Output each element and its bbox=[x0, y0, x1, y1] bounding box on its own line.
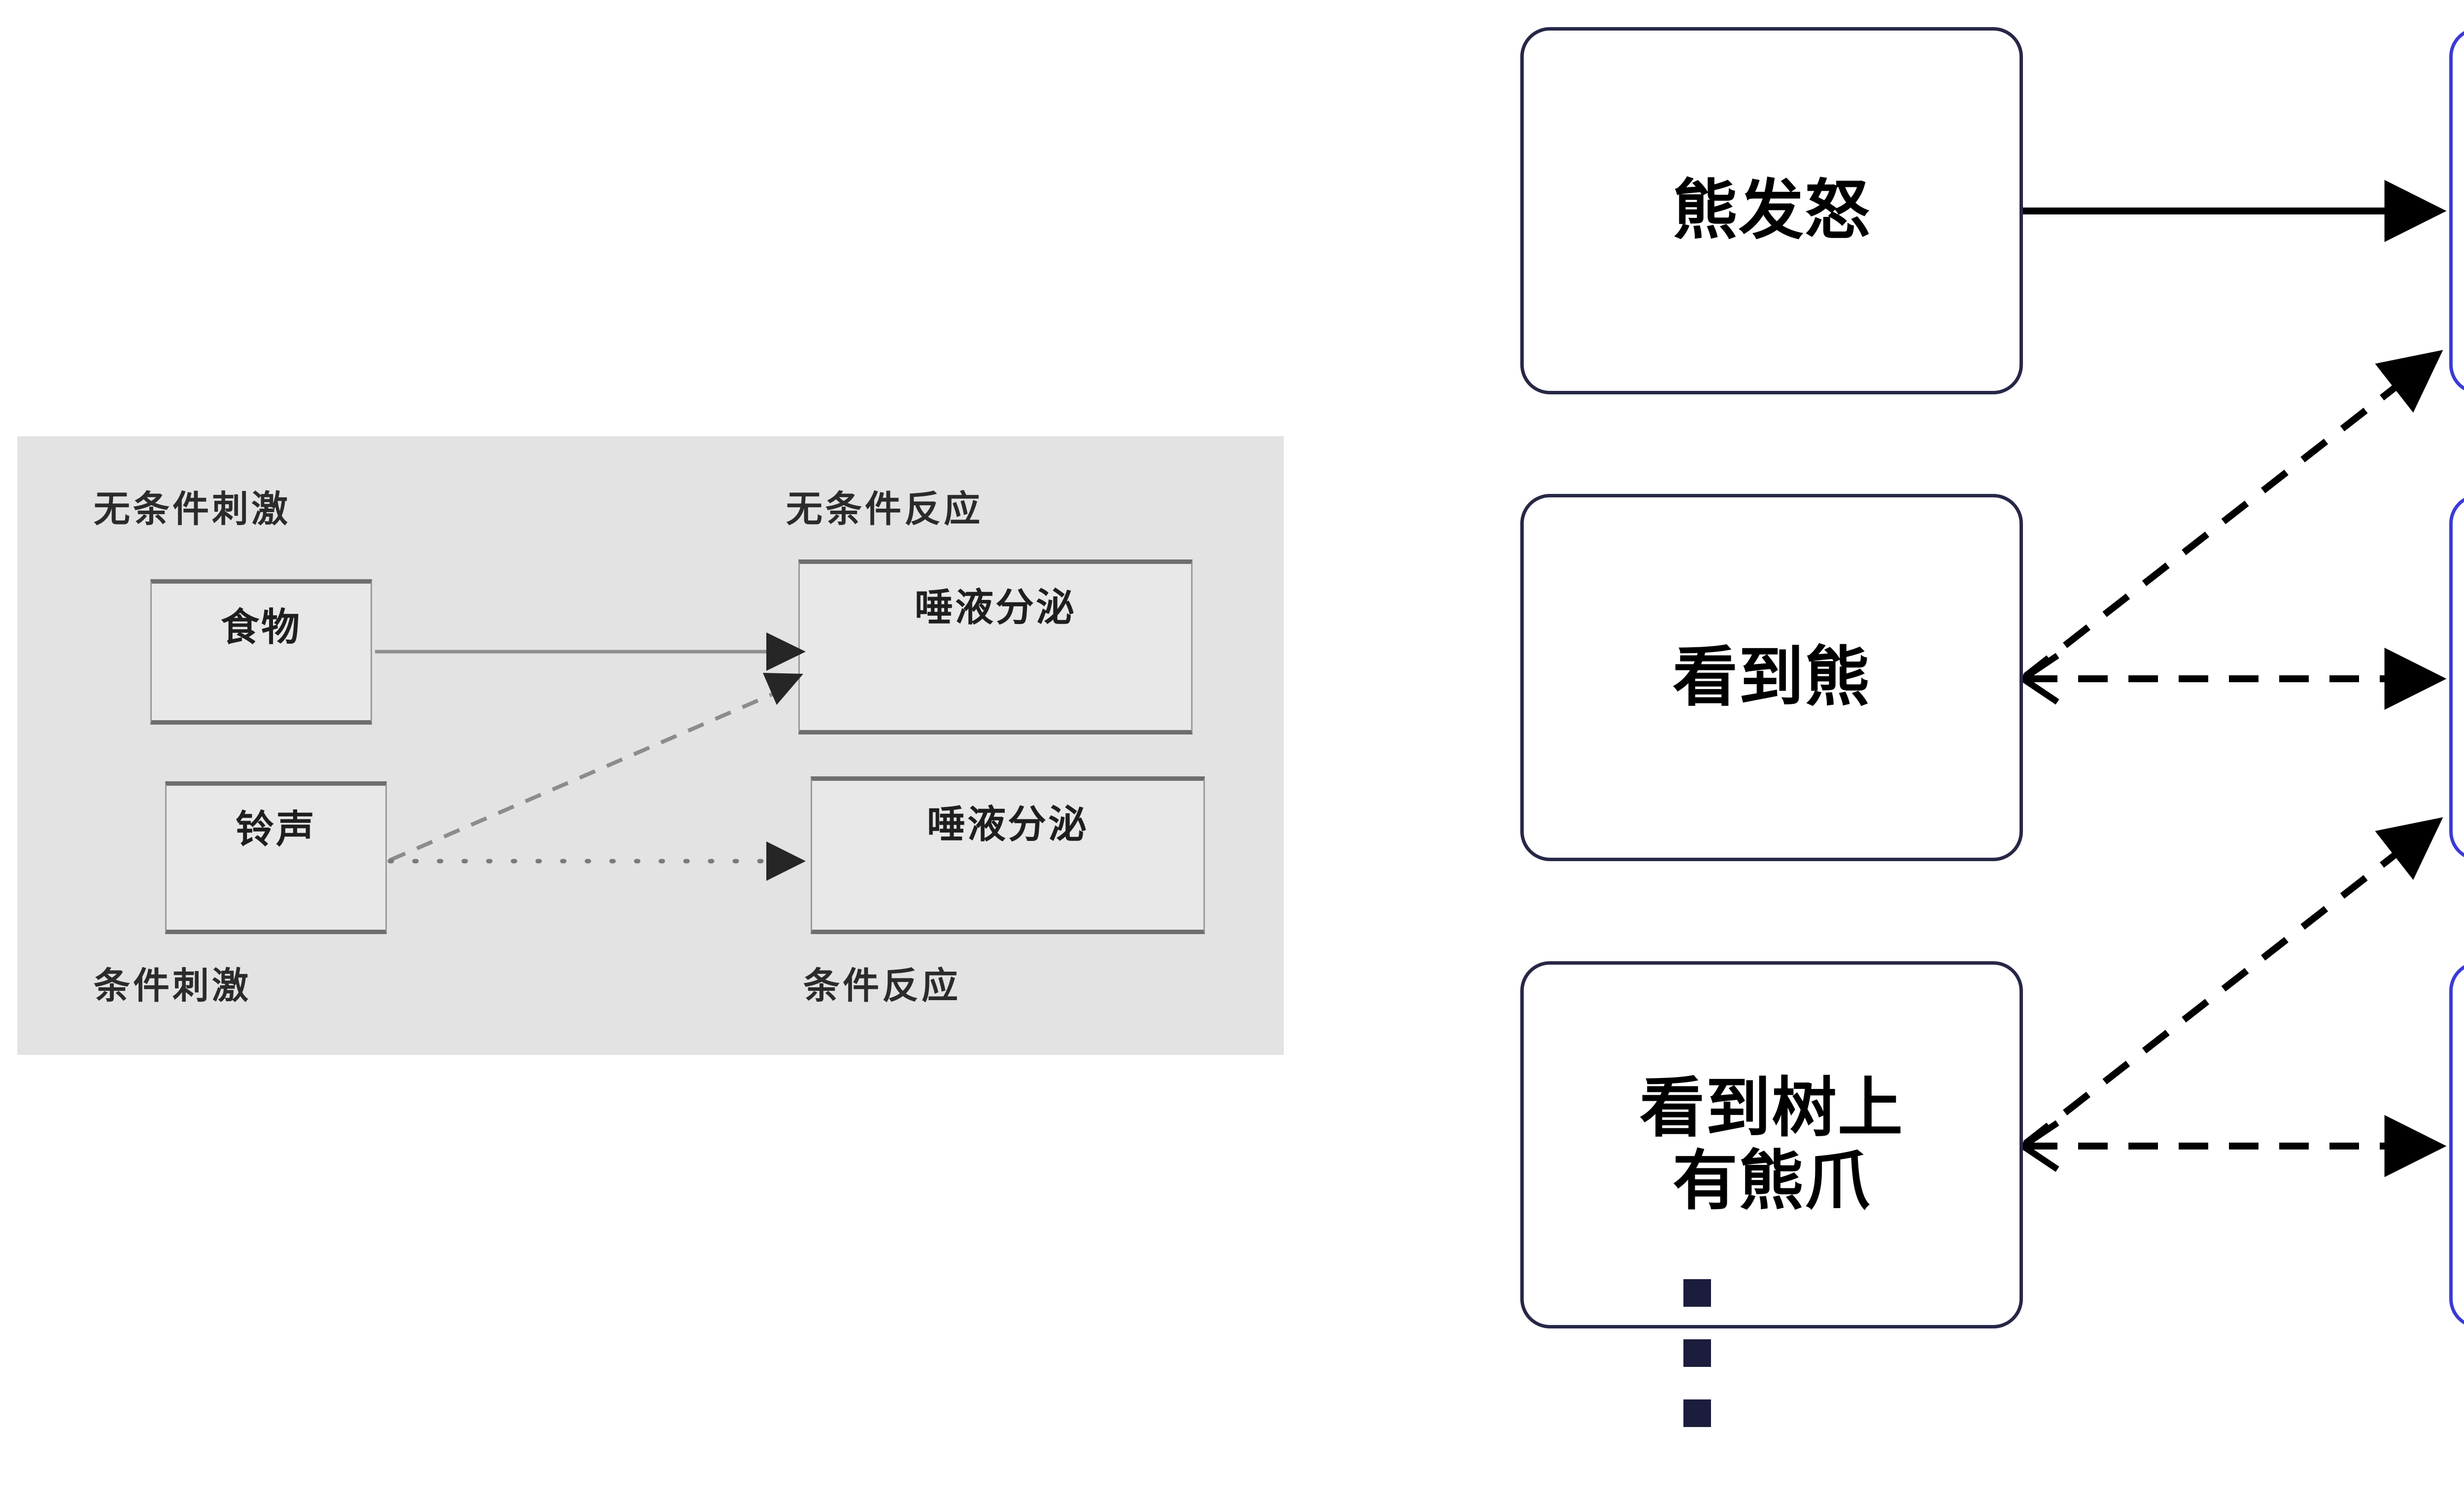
node-see-claw-in-tree[interactable]: 看到树上 有熊爪 bbox=[1520, 961, 2023, 1328]
rl-edges-layer bbox=[2017, 180, 2447, 1177]
cc-box-salivation-unconditioned-label: 唾液分泌 bbox=[914, 586, 1076, 630]
cc-box-food-label: 食物 bbox=[220, 605, 302, 650]
arrow-bell-to-salivation-conditioned bbox=[387, 841, 806, 881]
node-see-bear[interactable]: 看到熊 bbox=[1520, 494, 2023, 861]
arrow-food-to-salivation bbox=[375, 632, 806, 671]
edge-see-claw-to-v-s bbox=[2017, 1115, 2447, 1177]
node-value-s-prime[interactable]: V(s′) bbox=[2449, 494, 2464, 861]
cc-box-bell: 铃声 bbox=[165, 781, 387, 934]
caption-unconditioned-stimulus: 无条件刺激 bbox=[94, 488, 291, 530]
rl-value-bootstrapping-diagram: 熊发怒 看到熊 看到树上 有熊爪 奖励 V(s′) V(s) bbox=[1429, 0, 2464, 1499]
caption-conditioned-stimulus: 条件刺激 bbox=[94, 965, 251, 1007]
edge-see-claw-to-v-sprime bbox=[2023, 817, 2443, 1147]
cc-box-food: 食物 bbox=[150, 579, 372, 725]
ellipsis-dot bbox=[1683, 1399, 1711, 1427]
caption-conditioned-response: 条件反应 bbox=[803, 965, 961, 1007]
cc-box-bell-label: 铃声 bbox=[235, 807, 316, 852]
node-see-bear-label: 看到熊 bbox=[1673, 639, 1871, 715]
caption-unconditioned-response: 无条件反应 bbox=[786, 488, 983, 530]
ellipsis-dot bbox=[1683, 1279, 1711, 1307]
node-reward[interactable]: 奖励 bbox=[2449, 27, 2464, 394]
classical-conditioning-arrows bbox=[375, 632, 806, 881]
edge-see-bear-to-v-sprime bbox=[2017, 648, 2447, 710]
cc-box-salivation-conditioned: 唾液分泌 bbox=[811, 776, 1205, 934]
ellipsis-dot bbox=[1683, 1339, 1711, 1367]
node-bear-angry[interactable]: 熊发怒 bbox=[1520, 27, 2023, 394]
cc-box-salivation-conditioned-label: 唾液分泌 bbox=[926, 802, 1089, 847]
edge-see-bear-to-reward bbox=[2023, 349, 2443, 679]
cc-box-salivation-unconditioned: 唾液分泌 bbox=[798, 559, 1193, 734]
arrow-bell-to-salivation-unconditioned bbox=[389, 673, 803, 862]
node-see-claw-in-tree-label: 看到树上 有熊爪 bbox=[1640, 1070, 1904, 1219]
node-bear-angry-label: 熊发怒 bbox=[1673, 172, 1871, 248]
ellipsis-states bbox=[1683, 1279, 1711, 1427]
classical-conditioning-panel: 无条件刺激 无条件反应 条件刺激 条件反应 食物 铃声 唾液分泌 唾液分泌 bbox=[17, 436, 1284, 1055]
node-value-s[interactable]: V(s) bbox=[2449, 961, 2464, 1328]
